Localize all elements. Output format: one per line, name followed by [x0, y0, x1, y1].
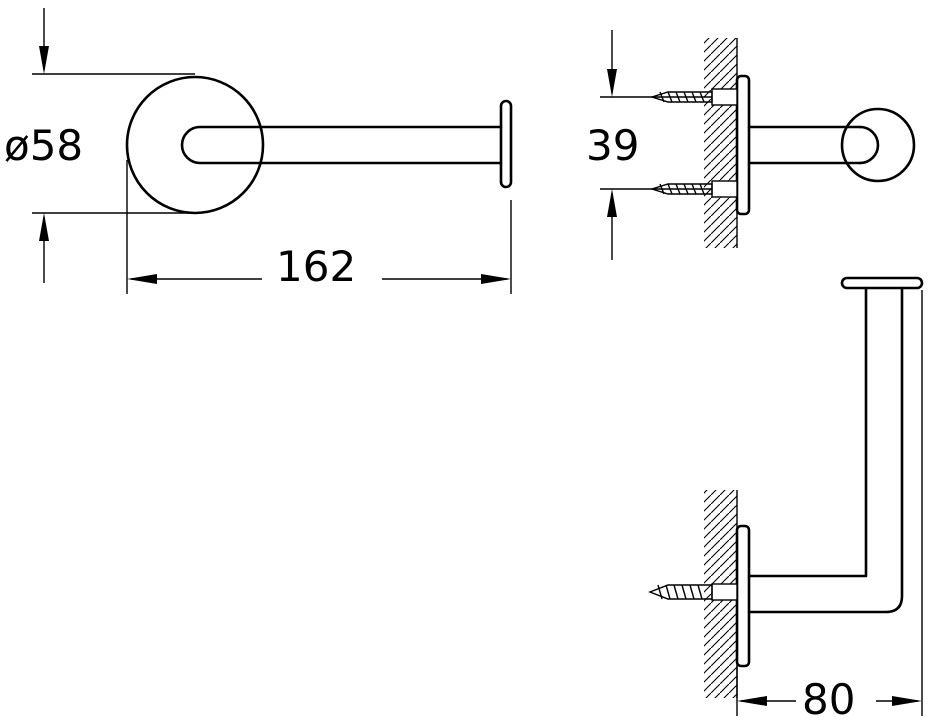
- depth-arrow-right: [892, 696, 922, 706]
- top-view: 80: [648, 276, 924, 720]
- length-label: 162: [276, 242, 356, 291]
- spacing-arrow-bottom: [607, 189, 617, 217]
- side-wall-hatch: [704, 38, 737, 248]
- depth-label: 80: [802, 675, 855, 720]
- diameter-arrow-bottom: [39, 213, 49, 241]
- screw-top-view: [648, 583, 738, 601]
- front-arm: [180, 125, 503, 165]
- top-arm: [747, 286, 904, 614]
- side-end-disc: [840, 107, 916, 183]
- side-arm-end: [858, 125, 880, 165]
- spacing-arrow-top: [607, 69, 617, 97]
- length-arrow-left: [127, 274, 157, 284]
- depth-arrow-left: [737, 696, 767, 706]
- side-view: 39: [586, 30, 916, 260]
- side-rosette-plate: [735, 74, 751, 216]
- spacing-label: 39: [586, 121, 639, 170]
- length-arrow-right: [481, 274, 511, 284]
- side-arm: [747, 125, 862, 165]
- diameter-arrow-top: [39, 46, 49, 74]
- diameter-label: ø58: [4, 121, 83, 170]
- front-end-cap: [499, 99, 513, 189]
- top-end-cap: [840, 276, 924, 290]
- front-rosette: [125, 75, 265, 215]
- front-view: ø58 162: [4, 8, 513, 294]
- top-rosette-plate: [735, 524, 751, 668]
